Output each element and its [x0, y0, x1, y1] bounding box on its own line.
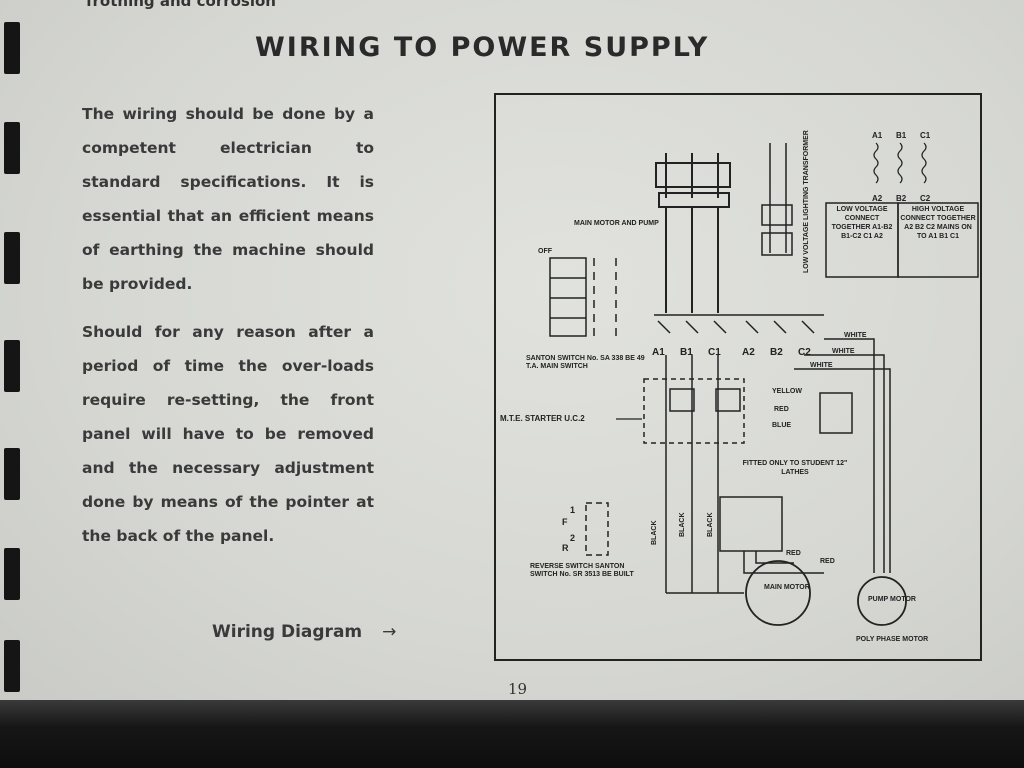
fuse-block — [655, 153, 731, 313]
paragraph-earthing: The wiring should be done by a competent… — [82, 105, 374, 293]
cut-off-text: frothing and corrosion — [86, 0, 276, 10]
transformer-label: LOW VOLTAGE LIGHTING TRANSFORMER — [803, 130, 810, 273]
wire-black-2: BLACK — [679, 513, 686, 538]
line-terminal-c1: C1 — [708, 347, 721, 358]
caption-text: Wiring Diagram — [212, 622, 363, 642]
wire-black-1: BLACK — [651, 521, 658, 546]
reverse-switch-marks: 1 2 F R — [562, 505, 575, 553]
pump-motor-symbol — [857, 576, 907, 626]
wire-white-3: WHITE — [810, 362, 833, 369]
high-voltage-box: HIGH VOLTAGE CONNECT TOGETHER A2 B2 C2 M… — [900, 206, 976, 240]
line-terminal-c2: C2 — [798, 347, 811, 358]
line-terminal-a1: A1 — [652, 347, 665, 358]
main-motor-label: MAIN MOTOR — [764, 584, 810, 591]
arrow-right-icon: → — [382, 622, 397, 642]
line-terminal-b2: B2 — [770, 347, 783, 358]
wiring-diagram-svg: LOW VOLTAGE LIGHTING TRANSFORMER A1 B1 C… — [494, 93, 982, 661]
contacts-row — [654, 314, 824, 334]
reverse-mark-1: 1 — [570, 505, 575, 515]
transformer-group — [761, 143, 793, 256]
line-terminal-b1: B1 — [680, 347, 693, 358]
terminal-a2: A2 — [872, 194, 883, 203]
page-number: 19 — [508, 680, 528, 698]
reverse-mark-r: R — [562, 543, 569, 553]
terminal-c2: C2 — [920, 194, 931, 203]
white-wires — [794, 338, 891, 573]
terminal-c1: C1 — [920, 131, 931, 140]
fitted-only-label: FITTED ONLY TO STUDENT 12" LATHES — [742, 460, 848, 476]
pump-motor-label: PUMP MOTOR — [868, 596, 916, 603]
winding-coils — [873, 142, 927, 184]
manual-page: frothing and corrosion WIRING TO POWER S… — [0, 0, 1024, 712]
wire-yellow: YELLOW — [772, 388, 802, 395]
reverse-contactor — [719, 496, 783, 552]
paragraph-overloads: Should for any reason after a period of … — [82, 323, 374, 545]
low-voltage-box: LOW VOLTAGE CONNECT TOGETHER A1-B2 B1-C2… — [831, 206, 893, 240]
diagram-caption: Wiring Diagram → — [212, 622, 396, 642]
reverse-mark-f: F — [562, 517, 568, 527]
wire-blue: BLUE — [772, 422, 791, 429]
wire-red: RED — [774, 406, 789, 413]
wire-white-1: WHITE — [844, 332, 867, 339]
wire-black-3: BLACK — [707, 513, 714, 538]
wire-red-2: RED — [820, 558, 835, 565]
santon-switch-label: SANTON SWITCH No. SA 338 BE 49 T.A. MAIN… — [526, 355, 645, 370]
reverse-mark-2: 2 — [570, 533, 575, 543]
page-title: WIRING TO POWER SUPPLY — [255, 32, 710, 63]
desk-shadow — [0, 700, 1024, 768]
main-motor-pump-label: MAIN MOTOR AND PUMP — [574, 220, 659, 227]
wiring-diagram: LOW VOLTAGE LIGHTING TRANSFORMER A1 B1 C… — [494, 93, 982, 661]
reverse-switch-label: REVERSE SWITCH SANTON SWITCH No. SR 3513… — [530, 563, 634, 578]
wire-white-2: WHITE — [832, 348, 855, 355]
poly-phase-label: POLY PHASE MOTOR — [856, 636, 928, 643]
mte-starter-box — [643, 378, 745, 444]
terminal-b1: B1 — [896, 131, 907, 140]
main-motor-symbol — [745, 560, 811, 626]
terminal-a1: A1 — [872, 131, 883, 140]
line-terminal-a2: A2 — [742, 347, 755, 358]
terminal-b2: B2 — [896, 194, 907, 203]
santon-main-switch — [549, 257, 617, 338]
spiral-binding — [0, 0, 22, 712]
mte-starter-label: M.T.E. STARTER U.C.2 — [500, 414, 585, 423]
wire-red-1: RED — [786, 550, 801, 557]
off-label: OFF — [538, 248, 553, 255]
